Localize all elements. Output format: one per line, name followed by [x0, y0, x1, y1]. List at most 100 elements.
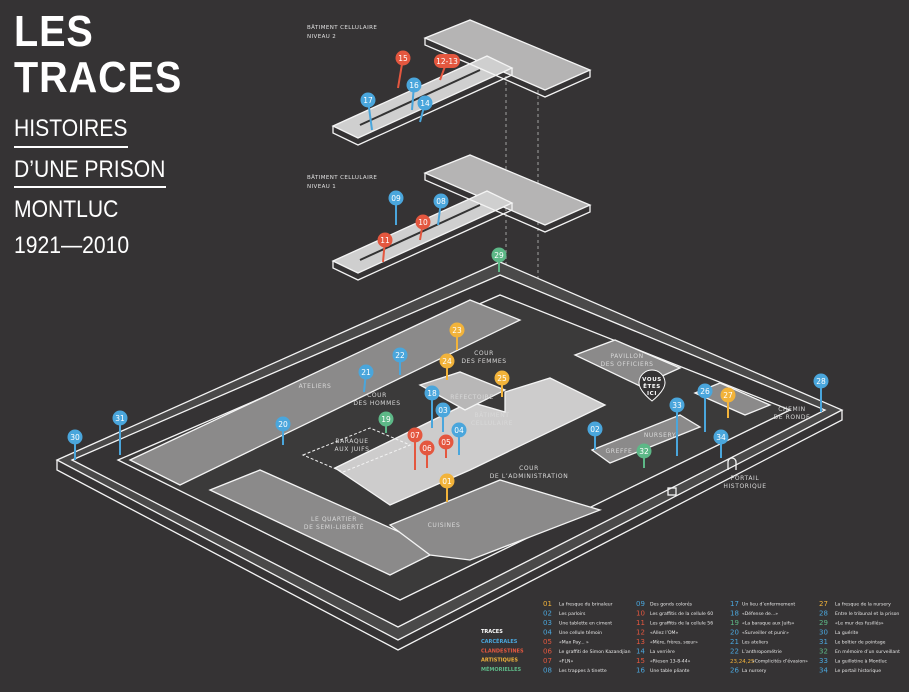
portail-arch-icon: [727, 457, 737, 470]
pin-05[interactable]: 05: [438, 434, 454, 459]
pin-marker: [720, 387, 736, 403]
pin-marker: [388, 190, 404, 206]
legend-item-number: 06: [543, 648, 552, 656]
legend-item: 20«Surveiller et punir»: [730, 629, 789, 637]
label-greffe: GREFFE: [606, 448, 633, 455]
building-greffe: [590, 414, 702, 464]
label-portail: HISTORIQUE: [723, 483, 766, 490]
level-1-label: BÂTIMENT CELLULAIRE: [307, 174, 377, 181]
legend-item-number: 33: [819, 657, 828, 665]
pin-21[interactable]: 21: [358, 364, 374, 393]
legend-item-number: 18: [730, 610, 739, 618]
pin-number: 17: [363, 96, 373, 105]
legend-item-number: 13: [636, 638, 645, 646]
pin-27[interactable]: 27: [720, 387, 736, 419]
legend-item-text: Entre le tribunal et la prison: [835, 611, 899, 617]
pin-marker: [439, 353, 455, 369]
legend-item: 01 La fresque du brinaleur: [543, 600, 613, 608]
legend-item-number: 09: [636, 600, 645, 608]
legend-item: 07«FLN»: [543, 657, 573, 665]
label-nursery: NURSERY: [644, 432, 676, 439]
pin-32[interactable]: 32: [636, 443, 652, 469]
pin-25[interactable]: 25: [494, 370, 510, 398]
label-ateliers: ATELIERS: [299, 383, 332, 390]
label-baraque: AUX JUIFS: [335, 446, 370, 453]
legend-item-text: Les ateliers: [742, 640, 769, 646]
legend-item-number: 07: [543, 657, 552, 665]
pin-20[interactable]: 20: [275, 416, 291, 446]
legend-item-text: Les trappes à tinette: [559, 667, 607, 674]
legend-item: 13«Mère, frères, sœur»: [636, 638, 698, 646]
pin-number: 32: [639, 447, 649, 456]
pin-34[interactable]: 34: [713, 429, 729, 459]
pin-23[interactable]: 23: [449, 322, 465, 351]
legend-item-text: Une table pliante: [650, 668, 690, 674]
building-ateliers: [128, 299, 522, 486]
pin-17[interactable]: 17: [360, 92, 376, 131]
pin-01[interactable]: 01: [439, 473, 455, 503]
pin-04[interactable]: 04: [451, 422, 467, 456]
pin-31[interactable]: 31: [112, 410, 128, 456]
pin-08[interactable]: 08: [433, 193, 449, 226]
label-pavillon: DES OFFICIERS: [600, 361, 653, 368]
legend-item: 19«La baraque aux Juifs»: [730, 619, 795, 627]
you-are-here-marker: VOUS ÊTES ICI: [638, 369, 666, 402]
pin-22[interactable]: 22: [392, 347, 408, 376]
pin-30[interactable]: 30: [67, 429, 83, 461]
pin-number: 29: [494, 251, 504, 260]
pin-15[interactable]: 15: [395, 50, 411, 89]
pin-24[interactable]: 24: [439, 353, 455, 381]
level-1-building: [331, 154, 592, 281]
pin-26[interactable]: 26: [697, 383, 713, 433]
pin-18[interactable]: 18: [424, 385, 440, 429]
pin-02[interactable]: 02: [587, 421, 603, 451]
legend-item-number: 01: [543, 600, 552, 608]
pin-number: 16: [409, 81, 419, 90]
pin-29[interactable]: 29: [491, 247, 507, 273]
label-portail: PORTAIL: [731, 475, 760, 482]
label-chemin: DE RONDE: [774, 414, 811, 421]
pin-14[interactable]: 14: [417, 95, 433, 123]
legend-item-text: «Max Pay... »: [559, 640, 589, 646]
pin-07[interactable]: 07: [407, 427, 423, 471]
pin-16[interactable]: 16: [406, 77, 422, 111]
pin-number: 14: [420, 99, 430, 108]
level-2-label: BÂTIMENT CELLULAIRE: [307, 24, 377, 31]
pin-marker: [434, 54, 460, 68]
pin-number: 02: [590, 425, 600, 434]
legend-item: 23,24,25«Complicités d’évasion»: [730, 658, 808, 666]
pin-10[interactable]: 10: [415, 214, 431, 241]
legend-item-text: Des gonds colorés: [650, 601, 693, 608]
pin-28[interactable]: 28: [813, 373, 829, 413]
pin-marker: [419, 440, 435, 456]
legend-item-text: «Défense de...»: [742, 610, 778, 617]
pin-number: 25: [497, 374, 507, 383]
legend-item-text: «La baraque aux Juifs»: [742, 621, 795, 627]
pin-09[interactable]: 09: [388, 190, 404, 226]
pin-12-13[interactable]: 12-13: [434, 54, 460, 81]
legend: TRACESCARCÉRALESCLANDESTINESARTISTIQUESM…: [481, 600, 900, 675]
pin-number: 10: [418, 218, 428, 227]
legend-item-text: La fresque du brinaleur: [559, 602, 613, 608]
pin-33[interactable]: 33: [669, 397, 685, 457]
pin-06[interactable]: 06: [419, 440, 435, 469]
pin-03[interactable]: 03: [435, 402, 451, 433]
pin-number: 33: [672, 401, 682, 410]
legend-traces-title: TRACES: [481, 629, 503, 635]
pin-11[interactable]: 11: [377, 232, 393, 263]
pin-19[interactable]: 19: [378, 411, 394, 434]
svg-text:VOUS: VOUS: [642, 377, 662, 383]
legend-item-text: La nursery: [742, 668, 767, 674]
legend-item-number: 19: [730, 619, 739, 627]
pin-marker: [494, 370, 510, 386]
